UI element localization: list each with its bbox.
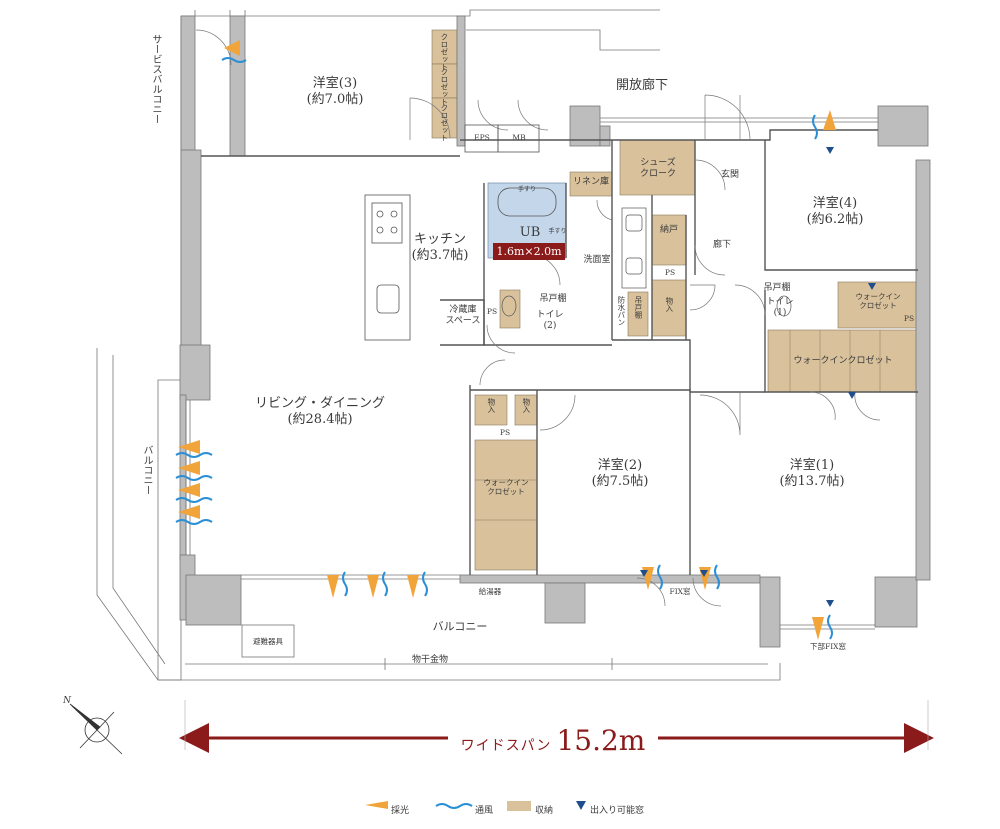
- room-western3: 洋室(3)(約7.0帖): [306, 76, 364, 108]
- outline-lines: [96, 9, 781, 681]
- partitions: [201, 129, 918, 575]
- entrance-label: 玄関: [720, 170, 739, 180]
- nando-label: 納戸: [659, 225, 678, 235]
- hanging-shelf-label-3: 吊戸棚: [763, 283, 791, 293]
- toilet1-label: トイレ(1): [766, 297, 794, 319]
- wic-hatching: [475, 330, 881, 521]
- storage-swatch-icon: [507, 801, 531, 811]
- storage-label-1: 物入: [486, 398, 496, 413]
- wind-wave-icon: [435, 803, 473, 809]
- fix-window-label: FIX窓: [669, 587, 691, 596]
- drying-rack-label: 物干金物: [411, 655, 448, 665]
- wide-span-text: ワイドスパン: [460, 738, 552, 754]
- ub-handrail-label-2: 手すり: [548, 228, 567, 235]
- light-indicators: [178, 40, 836, 640]
- mb-label: MB: [512, 133, 526, 142]
- room-living-dining: リビング・ダイニング(約28.4帖): [254, 396, 385, 428]
- storage-label-wash: 物入: [664, 297, 674, 312]
- ub-handrail-label-1: 手すり: [517, 186, 536, 193]
- light-wedge-icon: [365, 801, 388, 809]
- water-heater-label: 給湯器: [478, 587, 502, 596]
- closet-label-1: クロゼット: [439, 33, 449, 71]
- wic-label-large: ウォークインクロゼット: [793, 356, 893, 366]
- legend-door-window: 出入り可能窓: [590, 805, 645, 816]
- storage-fills: [431, 29, 919, 571]
- north-label: N: [63, 696, 71, 706]
- compass-rose: [69, 703, 123, 755]
- waterproof-pan-label: 防水パン: [616, 296, 626, 326]
- ps-label-toilet2: PS: [486, 307, 498, 316]
- lower-fix-window-label: 下部FIX窓: [809, 642, 846, 651]
- room-kitchen: キッチン(約3.7帖): [411, 232, 469, 264]
- storage-label-2: 物入: [521, 398, 531, 413]
- closet-label-2: クロゼット: [439, 68, 449, 106]
- eps-label: EPS: [474, 133, 490, 142]
- balcony-label: バルコニー: [432, 620, 488, 633]
- fridge-space-label: 冷蔵庫スペース: [445, 305, 481, 327]
- service-balcony-label: サービスバルコニー: [150, 34, 161, 124]
- legend-storage: 収納: [535, 805, 554, 816]
- linen-label: リネン庫: [572, 177, 609, 187]
- wic-label-room2: ウォークインクロゼット: [483, 478, 529, 497]
- wic-label-small: ウォークインクロゼット: [855, 292, 901, 311]
- wide-span-label: ワイドスパン 15.2m: [448, 724, 658, 757]
- side-balcony-label: バルコニー: [141, 445, 152, 495]
- room-western2: 洋室(2)(約7.5帖): [591, 458, 649, 490]
- open-corridor-label: 開放廊下: [615, 78, 668, 93]
- hanging-shelf-label-2: 吊戸棚: [633, 296, 643, 319]
- legend-icons: [365, 801, 586, 811]
- ps-label-wash: PS: [664, 268, 676, 277]
- ub-label: UB: [519, 225, 541, 240]
- evacuation-hatch-box: [241, 624, 295, 658]
- bathtub: [497, 187, 557, 217]
- legend-light: 採光: [391, 805, 410, 816]
- toilet2-label: トイレ(2): [536, 310, 564, 332]
- ps-label-wic2: PS: [499, 428, 511, 437]
- wide-span-value: 15.2m: [556, 724, 646, 757]
- ps-label-wic: PS: [903, 314, 915, 323]
- shoes-cloak-label: シューズクローク: [639, 158, 676, 180]
- wash-basins: [501, 207, 792, 317]
- corridor-label: 廊下: [712, 240, 731, 250]
- washroom-label: 洗面室: [583, 255, 611, 265]
- utility-boxes: [464, 124, 540, 153]
- room-western4: 洋室(4)(約6.2帖): [806, 196, 864, 228]
- room-western1: 洋室(1)(約13.7帖): [779, 458, 845, 490]
- door-window-markers: [640, 147, 876, 607]
- door-swings: [195, 29, 881, 607]
- kitchen-counter: [364, 194, 411, 341]
- evacuation-hatch-label: 避難器具: [253, 637, 283, 646]
- wind-indicators: [175, 57, 833, 640]
- legend-wind: 通風: [475, 805, 494, 816]
- closet-label-3: クロゼット: [439, 104, 449, 142]
- hanging-shelf-label-1: 吊戸棚: [539, 294, 567, 304]
- door-triangle-icon: [576, 801, 586, 810]
- ub-size-badge: 1.6m×2.0m: [493, 243, 565, 260]
